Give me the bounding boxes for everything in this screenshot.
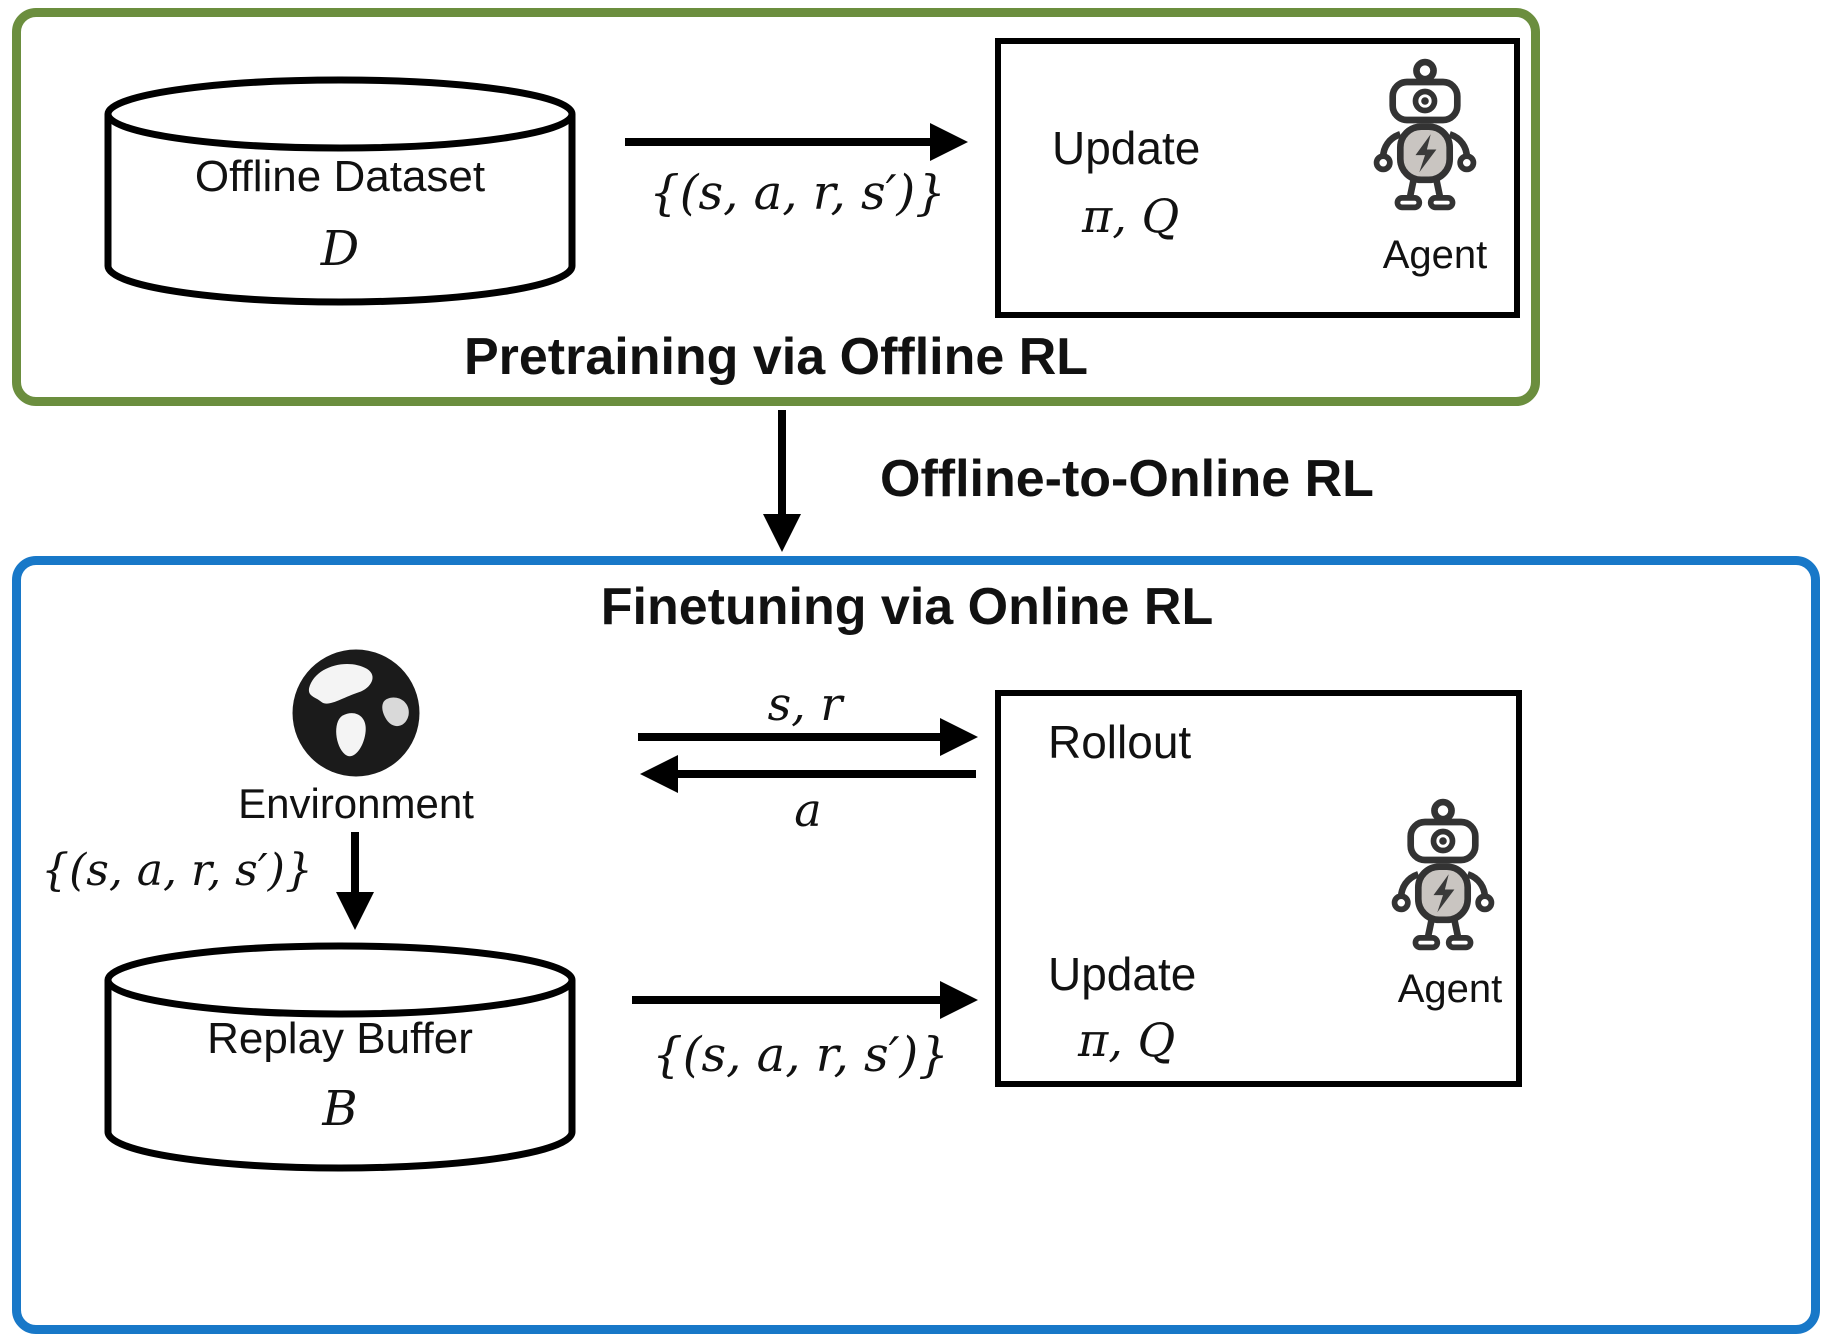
robot-agent-icon xyxy=(1391,798,1495,951)
finetuning-title: Finetuning via Online RL xyxy=(600,578,1214,636)
offline-to-online-label: Offline-to-Online RL xyxy=(880,450,1374,508)
globe-environment-icon xyxy=(292,649,420,777)
replay-buffer-symbol: B xyxy=(322,1081,358,1137)
pretraining-agent-label: Agent xyxy=(1382,233,1488,277)
pretraining-update-label: Update xyxy=(1052,122,1201,174)
offline-dataset-label: Offline Dataset xyxy=(194,152,486,201)
pretraining-policy-q-label: π, Q xyxy=(1082,189,1180,243)
finetuning-policy-q-label: π, Q xyxy=(1078,1013,1176,1067)
offline-dataset-cylinder-icon xyxy=(104,76,576,306)
offline-dataset-symbol: D xyxy=(320,221,360,277)
offline-to-online-arrowhead-icon xyxy=(763,514,801,552)
environment-label: Environment xyxy=(238,780,474,827)
pretraining-transition-label: {(s, a, r, s′)} xyxy=(649,165,946,221)
buffer-transition-label: {(s, a, r, s′)} xyxy=(652,1027,949,1083)
pretraining-stage-frame xyxy=(12,8,1540,406)
finetuning-stage-frame xyxy=(12,556,1820,1334)
rollout-label: Rollout xyxy=(1048,716,1192,768)
finetuning-agent-label: Agent xyxy=(1397,967,1503,1011)
replay-buffer-label: Replay Buffer xyxy=(207,1014,473,1063)
robot-agent-icon xyxy=(1373,58,1477,211)
replay-buffer-cylinder-icon xyxy=(104,942,576,1172)
env-transition-label: {(s, a, r, s′)} xyxy=(41,845,313,896)
pretraining-title: Pretraining via Offline RL xyxy=(463,328,1089,386)
action-label: a xyxy=(794,783,822,837)
state-reward-label: s, r xyxy=(767,677,843,731)
finetuning-update-label: Update xyxy=(1048,948,1197,1000)
